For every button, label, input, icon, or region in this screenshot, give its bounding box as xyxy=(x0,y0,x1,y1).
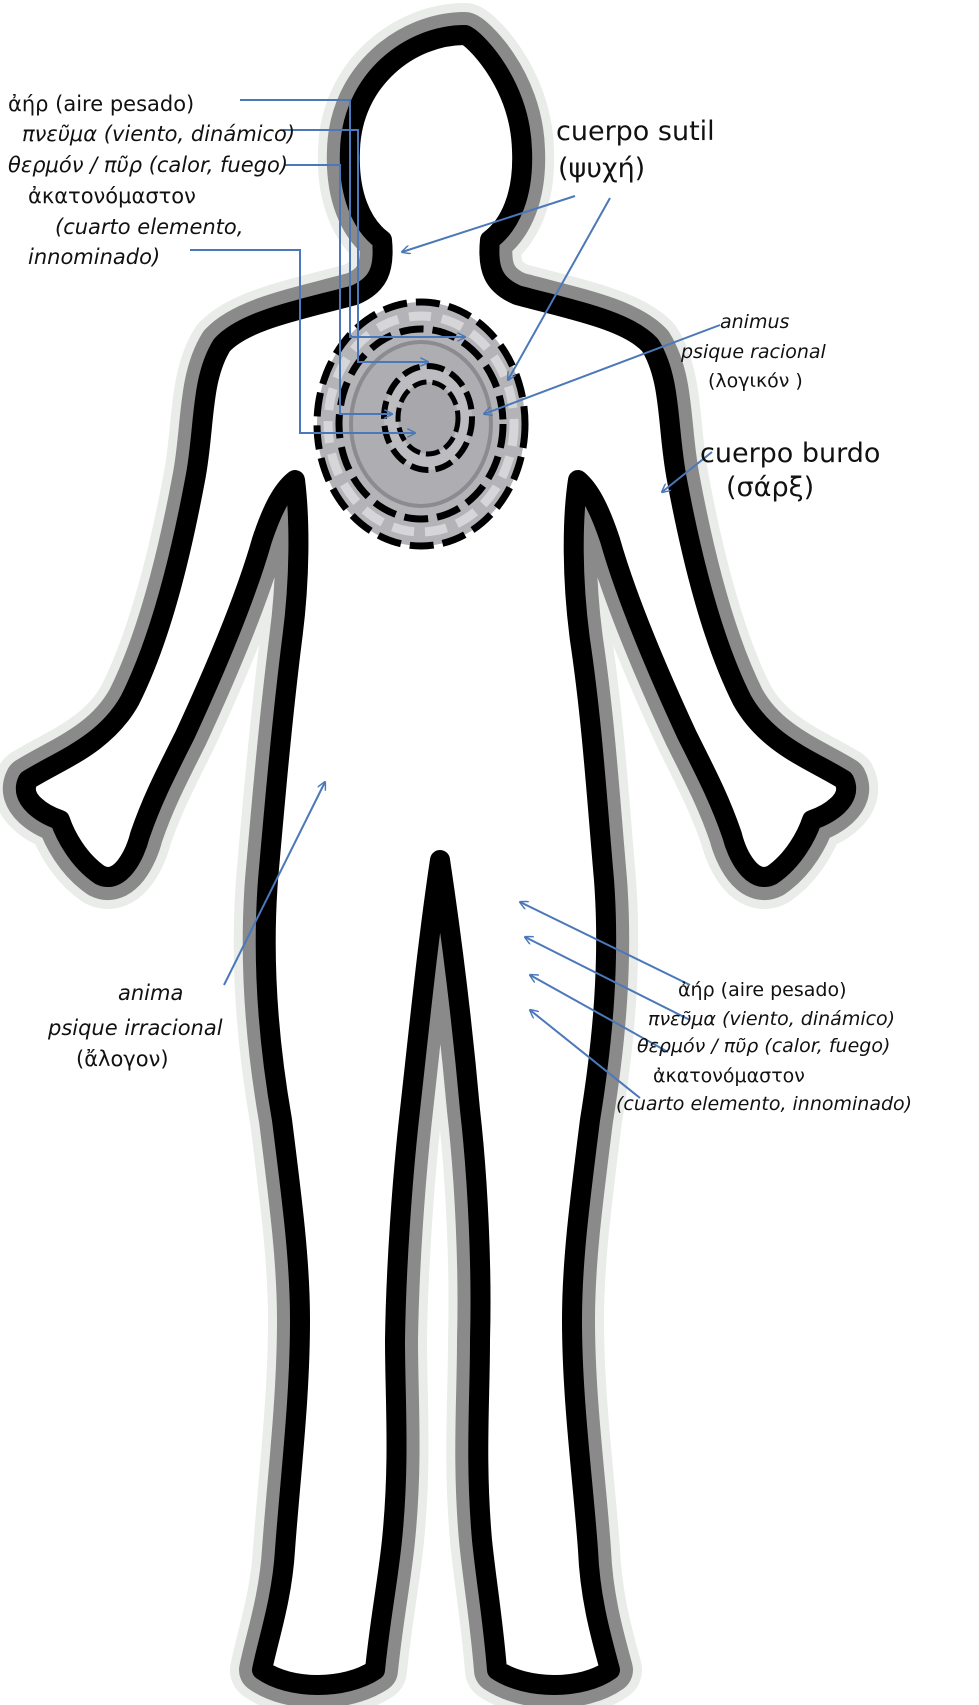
br-label-cuarto: (cuarto elemento, innominado) xyxy=(616,1093,912,1115)
cuerpo-burdo-label: cuerpo burdo (σάρξ) xyxy=(700,438,880,503)
animus-line1: animus xyxy=(720,311,790,333)
animus-line3: (λογικόν ) xyxy=(708,370,803,392)
anima-line2: psique irracional xyxy=(47,1016,223,1040)
label-pneuma: πνεῦμα (viento, dinámico) xyxy=(22,122,295,146)
label-cuarto-line2: innominado) xyxy=(28,245,160,269)
label-cuarto-line1: (cuarto elemento, xyxy=(55,215,243,239)
label-aer: ἀήρ (aire pesado) xyxy=(8,92,194,116)
psyche-rings xyxy=(317,302,525,546)
anima-label: anima psique irracional (ἄλογον) xyxy=(47,981,223,1071)
label-akatonomaston: ἀκατονόμαστον xyxy=(28,184,196,208)
br-label-aer: ἀήρ (aire pesado) xyxy=(678,979,847,1001)
cuerpo-sutil-label: cuerpo sutil (ψυχή) xyxy=(556,116,715,184)
br-label-thermon: θερμόν / πῦρ (calor, fuego) xyxy=(637,1035,890,1057)
cuerpo-sutil-line2: (ψυχή) xyxy=(558,153,645,184)
anima-line3: (ἄλογον) xyxy=(76,1047,169,1071)
animus-label: animus psique racional (λογικόν ) xyxy=(680,311,827,392)
anima-line1: anima xyxy=(118,981,183,1005)
top-left-elements: ἀήρ (aire pesado) πνεῦμα (viento, dinámi… xyxy=(8,92,295,269)
body-silhouette xyxy=(26,35,846,1685)
cuerpo-burdo-line1: cuerpo burdo xyxy=(700,438,880,469)
animus-line2: psique racional xyxy=(680,341,827,363)
bottom-right-elements: ἀήρ (aire pesado) πνεῦμα (viento, dinámi… xyxy=(616,979,912,1115)
br-label-akatonomaston: ἀκατονόμαστον xyxy=(653,1065,805,1087)
cuerpo-burdo-line2: (σάρξ) xyxy=(726,472,814,503)
br-label-pneuma: πνεῦμα (viento, dinámico) xyxy=(648,1008,895,1030)
cuerpo-sutil-line1: cuerpo sutil xyxy=(556,116,715,147)
label-thermon: θερμόν / πῦρ (calor, fuego) xyxy=(8,153,288,177)
